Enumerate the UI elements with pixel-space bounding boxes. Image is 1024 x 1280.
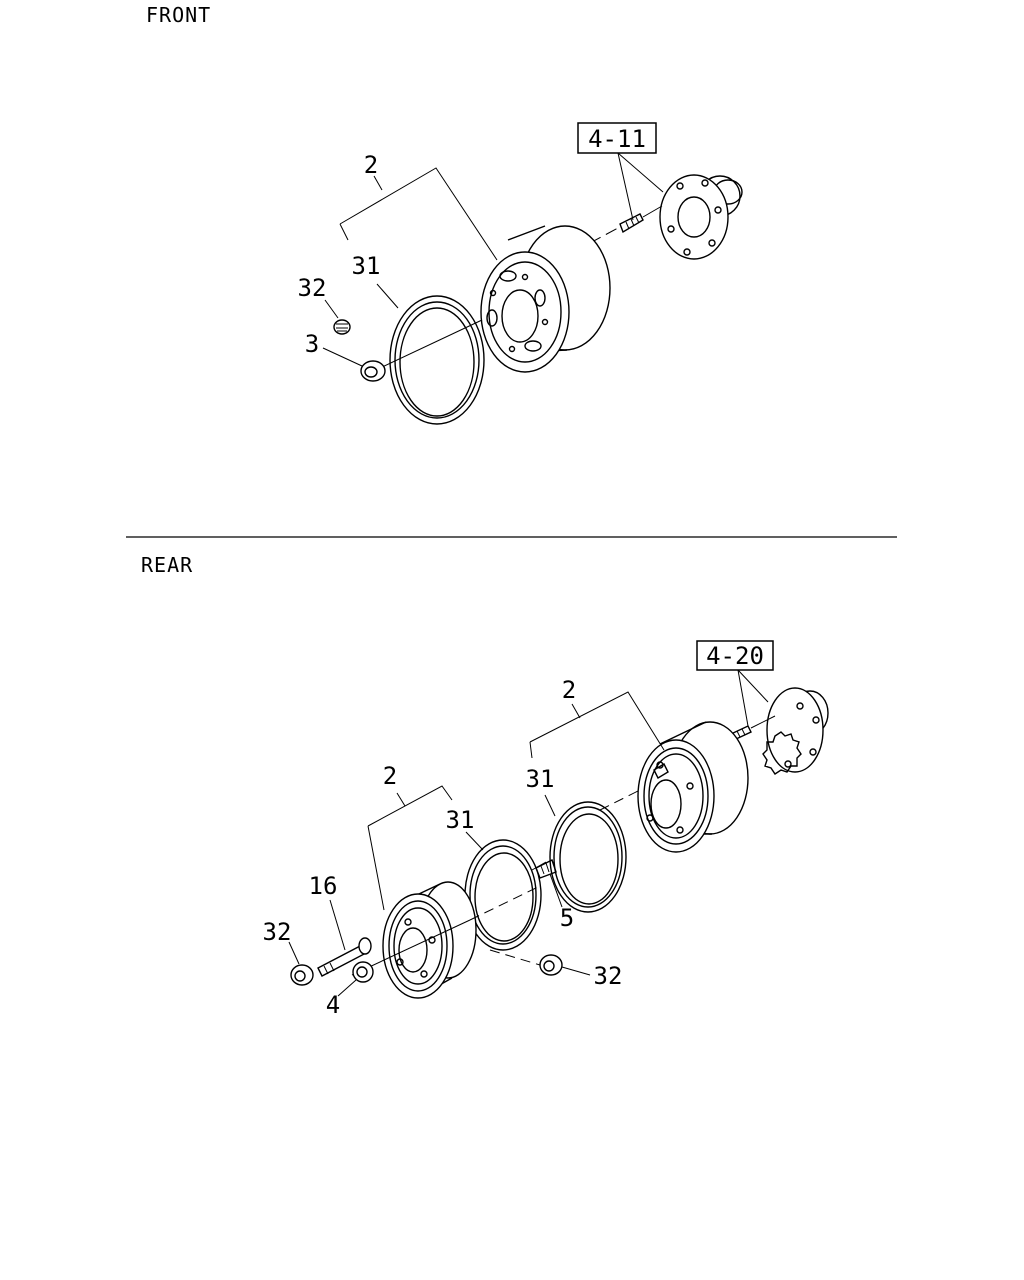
- front-section: FRONT 4-11: [146, 3, 743, 425]
- rear-cap-left-leader: [288, 941, 300, 965]
- rear-outer-wheel-leader: [396, 792, 406, 807]
- rear-outer-wheel: [382, 881, 477, 999]
- rear-ref-leader-hub: [737, 669, 769, 703]
- rear-inner-nut: [352, 961, 374, 983]
- rear-callout-outer-rim-ring: 31: [446, 806, 475, 834]
- front-nut-leader: [322, 347, 363, 367]
- front-ref-leader-hub: [617, 152, 664, 193]
- rear-section: REAR 4-20: [141, 553, 829, 1019]
- rear-callout-cap-left: 32: [263, 918, 292, 946]
- front-wheel-assembly-leader: [373, 175, 383, 191]
- front-axis-line-2: [377, 319, 483, 370]
- front-hub: [659, 174, 743, 260]
- rear-axis-line-right: [599, 789, 641, 811]
- front-callout-nut: 3: [305, 330, 319, 358]
- front-rim-ring-leader: [376, 283, 399, 309]
- front-wheel-rim: [480, 225, 611, 373]
- rear-section-title: REAR: [141, 553, 193, 577]
- front-rim-ring: [389, 295, 485, 425]
- rear-callout-cap-right: 32: [594, 962, 623, 990]
- front-nut: [360, 360, 386, 382]
- rear-ref-leader-stud: [737, 669, 749, 727]
- front-cap-leader: [324, 299, 339, 319]
- front-cap: [333, 319, 351, 335]
- rear-inner-wheel-leader: [571, 703, 581, 719]
- front-ref-leader-stud: [617, 152, 634, 221]
- rear-hub: [762, 687, 829, 775]
- front-section-title: FRONT: [146, 3, 211, 27]
- rear-inner-rim-ring: [549, 801, 627, 913]
- front-callout-cap: 32: [298, 274, 327, 302]
- rear-adapter-leader: [549, 873, 563, 908]
- rear-outer-wheel-bracket: [367, 785, 453, 911]
- rear-callout-stud: 16: [309, 872, 338, 900]
- rear-cap-left: [290, 964, 314, 986]
- rear-stud: [317, 937, 372, 977]
- front-ref-box-label: 4-11: [588, 125, 646, 153]
- rear-inner-rim-ring-leader: [544, 794, 556, 817]
- rear-stud-leader: [329, 899, 346, 951]
- rear-callout-inner-rim-ring: 31: [526, 765, 555, 793]
- rear-callout-adapter: 5: [560, 904, 574, 932]
- rear-cap-right-axis: [489, 949, 541, 966]
- front-ref-box[interactable]: 4-11: [577, 122, 657, 154]
- rear-callout-inner-nut: 4: [326, 991, 340, 1019]
- rear-cap-right-leader: [561, 966, 591, 976]
- front-callout-rim-ring: 31: [352, 252, 381, 280]
- rear-axis-line-left-2: [469, 885, 541, 921]
- rear-inner-wheel-bracket: [529, 691, 665, 759]
- rear-outer-rim-ring-leader: [465, 831, 484, 851]
- front-wheel-assembly-bracket: [339, 167, 498, 261]
- front-hub-stud: [619, 205, 663, 234]
- front-callout-wheel-assembly: 2: [364, 151, 378, 179]
- rear-callout-outer-wheel-assembly: 2: [383, 762, 397, 790]
- rear-ref-box-label: 4-20: [706, 642, 764, 670]
- rear-cap-right: [539, 954, 563, 976]
- rear-inner-wheel: [637, 721, 749, 853]
- rear-callout-inner-wheel-assembly: 2: [562, 676, 576, 704]
- rear-inner-nut-leader: [337, 979, 357, 997]
- rear-ref-box[interactable]: 4-20: [696, 640, 774, 671]
